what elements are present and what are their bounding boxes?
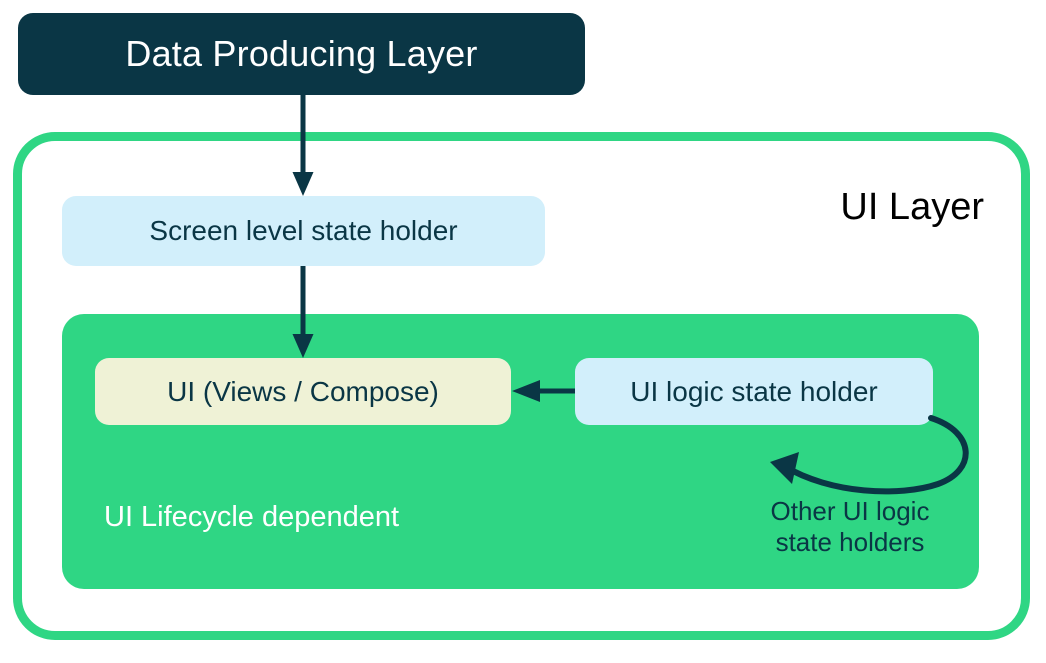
other-ui-logic-state-holders-line-1: Other UI logic [770,496,930,526]
other-ui-logic-state-holders-caption: Other UI logic state holders [740,496,960,557]
ui-views-compose-label: UI (Views / Compose) [167,375,439,407]
other-ui-logic-state-holders-line-2: state holders [775,526,925,557]
screen-level-state-holder-box: Screen level state holder [62,196,545,266]
screen-level-state-holder-label: Screen level state holder [149,215,458,246]
ui-layer-title: UI Layer [840,186,984,228]
data-producing-layer-box: Data Producing Layer [18,13,585,95]
ui-logic-state-holder-box: UI logic state holder [575,358,933,425]
ui-lifecycle-dependent-label: UI Lifecycle dependent [104,501,400,533]
ui-layer-frame [13,132,1030,640]
ui-views-compose-box: UI (Views / Compose) [95,358,511,425]
ui-logic-state-holder-label: UI logic state holder [630,375,878,407]
data-producing-layer-label: Data Producing Layer [125,33,478,74]
